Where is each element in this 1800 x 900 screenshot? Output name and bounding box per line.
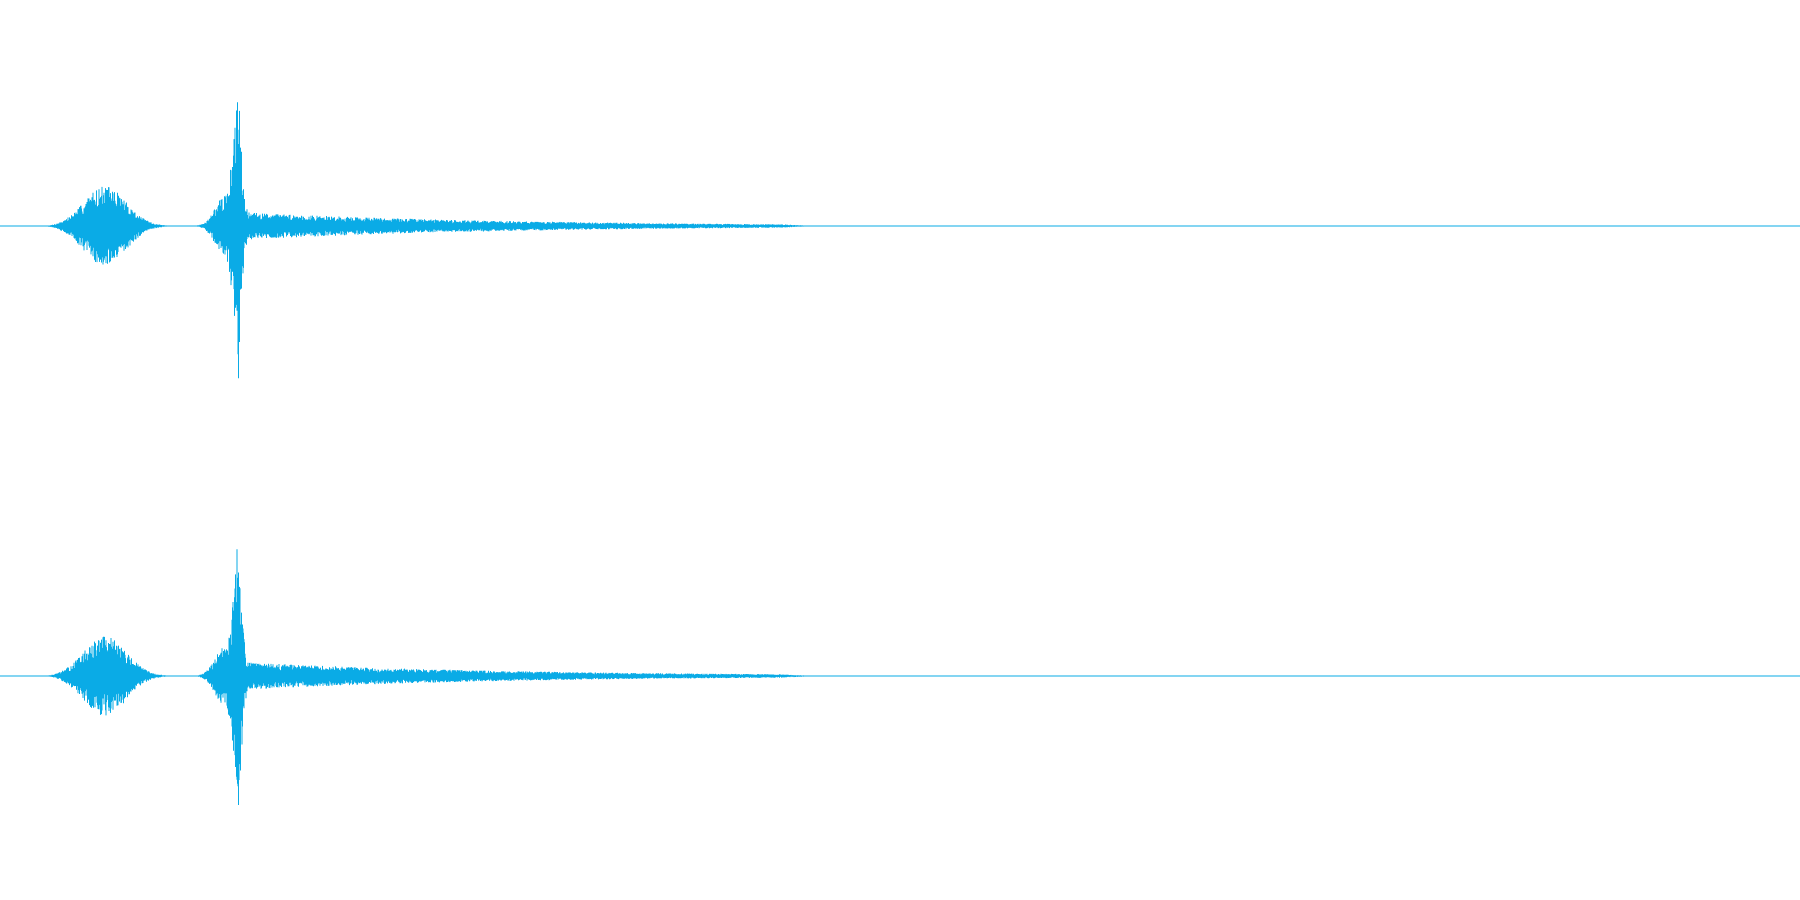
channel-left-waveform	[0, 102, 1800, 379]
channel-left-envelope	[48, 102, 805, 379]
channel-right-waveform	[0, 549, 1800, 805]
channel-right-envelope	[48, 549, 805, 805]
